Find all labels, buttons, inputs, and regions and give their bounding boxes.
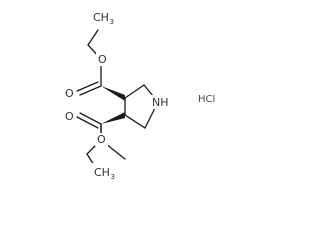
wedge-bond-upper-stereocenter (101, 86, 125, 101)
lower-methyl-label-bg (91, 163, 117, 180)
ring-nitrogen-label-bg (150, 95, 170, 109)
lower-methyl-label: CH3 (94, 166, 115, 181)
wedge-bond-lower-stereocenter (101, 112, 125, 124)
bond-lower-carbonyl-double-b (76, 116, 99, 129)
ring-nitrogen-label: NH (152, 96, 169, 109)
hydrochloride-label: HCl (198, 94, 215, 105)
bond-lower-carbonyl-double-a (79, 112, 102, 125)
lower-carbonyl-oxygen-label-bg (62, 109, 76, 123)
bond-ring-c4-c5 (124, 84, 145, 99)
lower-ether-oxygen-label-bg (95, 133, 108, 146)
upper-ether-oxygen-label: O (98, 53, 107, 66)
upper-carbonyl-oxygen-label-bg (62, 86, 76, 100)
upper-carbonyl-oxygen-label: O (65, 87, 74, 100)
lower-carbonyl-oxygen-label: O (65, 110, 74, 123)
bond-upper-methyl-ch2 (87, 29, 99, 46)
bond-upper-carbonyl-double-b (76, 81, 99, 92)
upper-methyl-label-bg (90, 8, 116, 25)
lower-ether-oxygen-label: O (97, 133, 106, 146)
structure-canvas: CH3 O O O O CH3 NH HCl (62, 8, 216, 181)
upper-ether-oxygen-label-bg (96, 53, 108, 66)
bond-ring-c2-c3 (124, 114, 146, 129)
bond-upper-carbonyl-double-a (79, 85, 102, 96)
molecule-structure: CH3 O O O O CH3 NH HCl (62, 8, 216, 181)
upper-methyl-label: CH3 (93, 11, 114, 26)
